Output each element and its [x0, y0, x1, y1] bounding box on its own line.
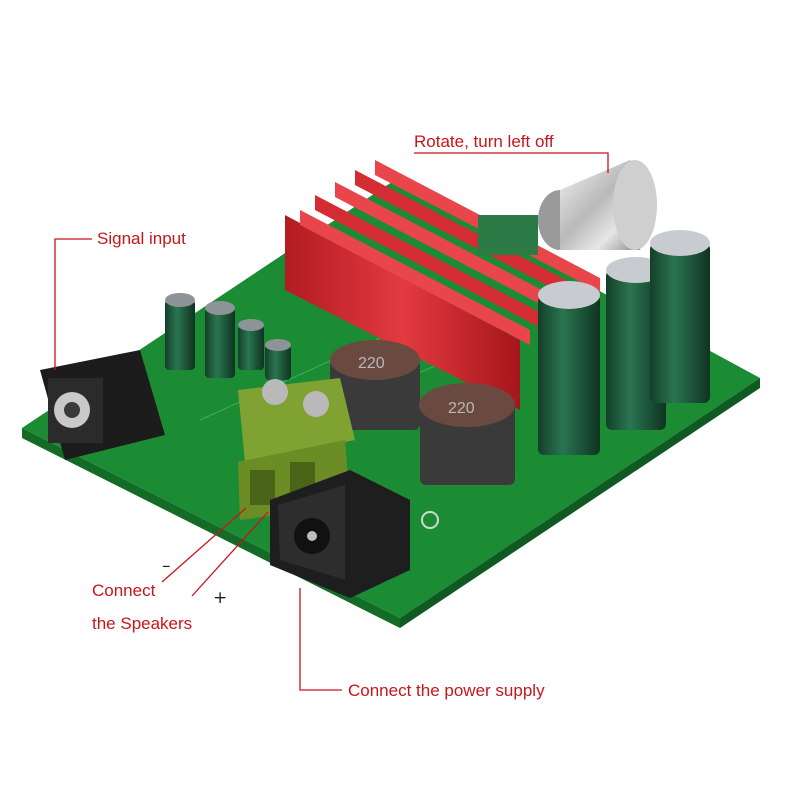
- audio-jack-icon: [40, 350, 165, 460]
- callout-speakers-line2: the Speakers: [92, 614, 193, 633]
- large-capacitors: [538, 230, 710, 455]
- small-capacitors: [165, 293, 291, 380]
- leader-lines: [54, 152, 609, 691]
- dc-barrel-jack-icon: [270, 470, 410, 598]
- heatsink: [285, 160, 600, 410]
- callout-volume: Rotate, turn left off: [414, 132, 554, 151]
- callout-signal-input: Signal input: [97, 229, 186, 248]
- callout-speakers-line1: Connect: [92, 581, 156, 600]
- minus-sign: –: [162, 556, 171, 576]
- signal-leader: [54, 238, 92, 370]
- callout-power-supply: Connect the power supply: [348, 681, 545, 700]
- inductor-1-label: 220: [358, 355, 385, 372]
- speaker-minus-leader: [161, 507, 247, 583]
- volume-knob-icon: [478, 160, 657, 255]
- speaker-plus-leader: [191, 511, 269, 597]
- inductors: 220 220: [330, 340, 515, 485]
- volume-leader: [414, 152, 609, 173]
- power-leader: [299, 588, 342, 691]
- plus-sign: +: [213, 588, 228, 608]
- inductor-2-label: 220: [448, 400, 475, 417]
